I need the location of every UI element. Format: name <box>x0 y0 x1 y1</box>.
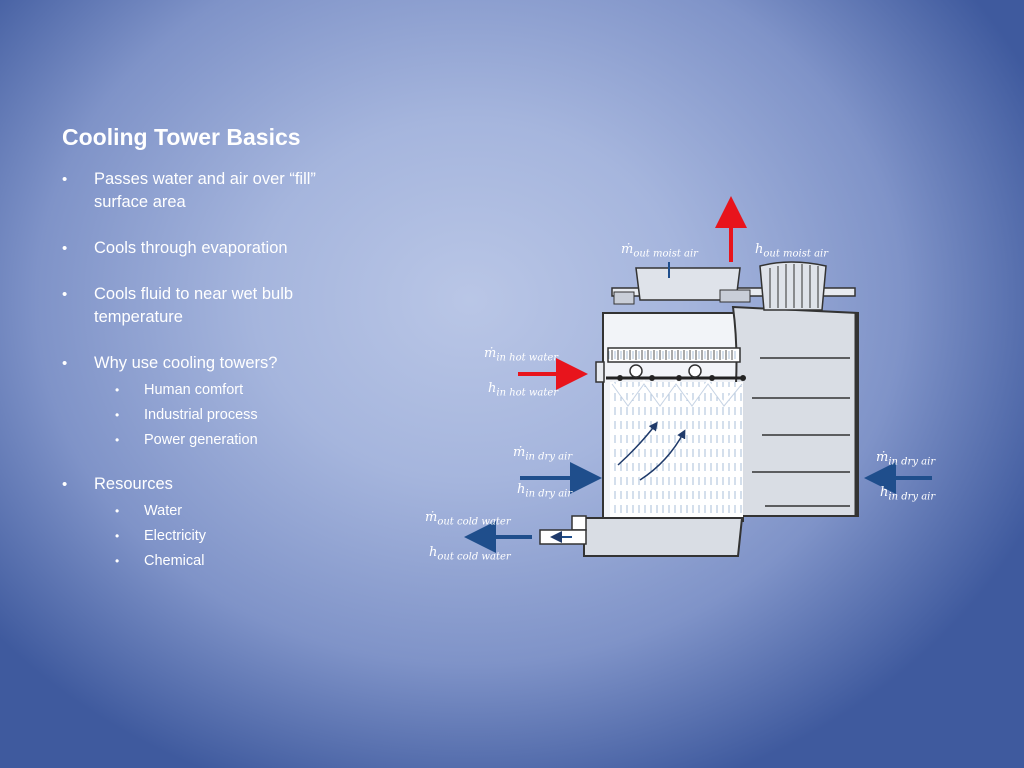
label-h-out-cold-water: hout cold water <box>429 545 511 563</box>
slide-title: Cooling Tower Basics <box>62 124 301 150</box>
label-h-in-hot-water: hin hot water <box>488 381 559 399</box>
cold-water-basin <box>539 515 744 557</box>
sub-list-resources: Water Electricity Chemical <box>62 499 362 574</box>
bullet-evaporation: Cools through evaporation <box>62 237 362 260</box>
bullet-fill-surface: Passes water and air over “fill” surface… <box>62 168 362 214</box>
sub-bullet-industrial-process: Industrial process <box>62 403 362 428</box>
fill-media <box>610 379 744 517</box>
bullet-list: Passes water and air over “fill” surface… <box>62 168 362 582</box>
label-h-in-dry-air-left: hin dry air <box>517 482 573 500</box>
fan-assembly <box>611 261 856 311</box>
bullet-resources: Resources <box>62 473 362 496</box>
louver-lines <box>752 357 850 507</box>
spray-header <box>595 347 746 383</box>
bullet-wet-bulb: Cools fluid to near wet bulb temperature <box>62 283 362 329</box>
sub-bullet-chemical: Chemical <box>62 549 362 574</box>
sub-bullet-human-comfort: Human comfort <box>62 378 362 403</box>
label-m-in-dry-air-right: ṁin dry air <box>876 450 936 468</box>
label-m-in-hot-water: ṁin hot water <box>484 346 559 364</box>
bullet-why-cooling-towers: Why use cooling towers? <box>62 352 362 375</box>
sub-bullet-power-generation: Power generation <box>62 428 362 453</box>
label-m-out-cold-water: ṁout cold water <box>425 510 511 528</box>
label-m-in-dry-air-left: ṁin dry air <box>513 445 573 463</box>
flow-arrows <box>464 196 932 553</box>
label-h-in-dry-air-right: hin dry air <box>880 485 936 503</box>
sub-bullet-electricity: Electricity <box>62 524 362 549</box>
label-h-out-moist-air: hout moist air <box>755 242 829 260</box>
sub-list-why: Human comfort Industrial process Power g… <box>62 378 362 453</box>
sub-bullet-water: Water <box>62 499 362 524</box>
label-m-out-moist-air: ṁout moist air <box>621 242 698 260</box>
